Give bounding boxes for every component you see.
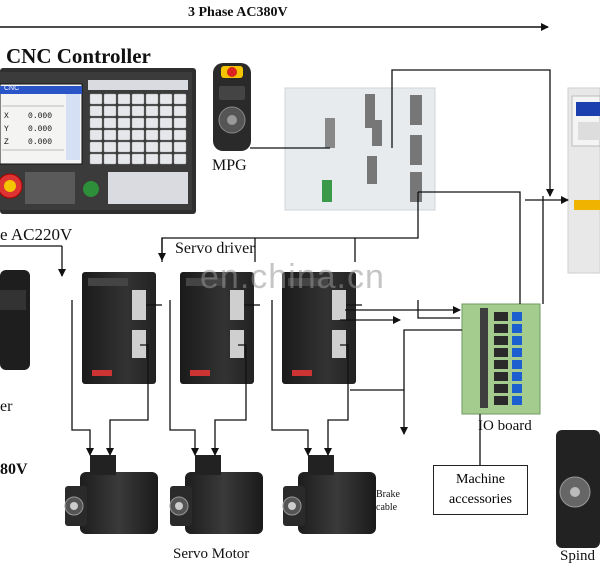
transformer — [0, 270, 30, 370]
wiring — [0, 69, 569, 465]
cnc-controller — [0, 68, 196, 214]
machine-accessories-line1: Machine — [456, 472, 505, 487]
cnc-controller-title: CNC Controller — [6, 44, 151, 68]
axis-row-x: X 0.000 — [4, 112, 53, 121]
machine-accessories-box: Machine accessories — [433, 465, 528, 515]
watermark: en.china.cn — [200, 258, 385, 296]
left-partial-label: er — [0, 398, 13, 415]
spindle-motor — [556, 430, 600, 548]
io-board-label: IO board — [478, 418, 532, 434]
power-top-label: 3 Phase AC380V — [188, 5, 288, 20]
axis-row-y: Y 0.000 — [4, 125, 53, 134]
axis-readout: X 0.000 Y 0.000 Z 0.000 — [4, 110, 52, 149]
mpg-handwheel — [213, 63, 251, 151]
servo-motor-2 — [169, 455, 263, 534]
spindle-inverter — [567, 87, 600, 274]
axis-row-z: Z 0.000 — [4, 138, 53, 147]
spindle-label: Spind — [560, 548, 596, 564]
controller-keypad — [88, 80, 188, 165]
servo-motor-label: Servo Motor — [173, 546, 250, 562]
controller-screen-header: CNC — [4, 85, 20, 92]
servo-motor-1 — [64, 455, 158, 534]
left-voltage-label: 80V — [0, 461, 28, 478]
ac220-label: e AC220V — [0, 225, 73, 244]
interface-board — [284, 87, 436, 211]
servo-motor-3 — [282, 455, 376, 534]
mpg-label: MPG — [212, 157, 247, 174]
machine-accessories-line2: accessories — [449, 492, 512, 507]
servo-driver-1 — [82, 272, 156, 384]
servo-driver-2 — [180, 272, 254, 384]
io-board — [461, 303, 541, 415]
servo-driver-3 — [282, 272, 356, 384]
brake-cable-label: Brake cable — [376, 489, 400, 513]
servo-driver-label: Servo driver — [175, 240, 255, 257]
